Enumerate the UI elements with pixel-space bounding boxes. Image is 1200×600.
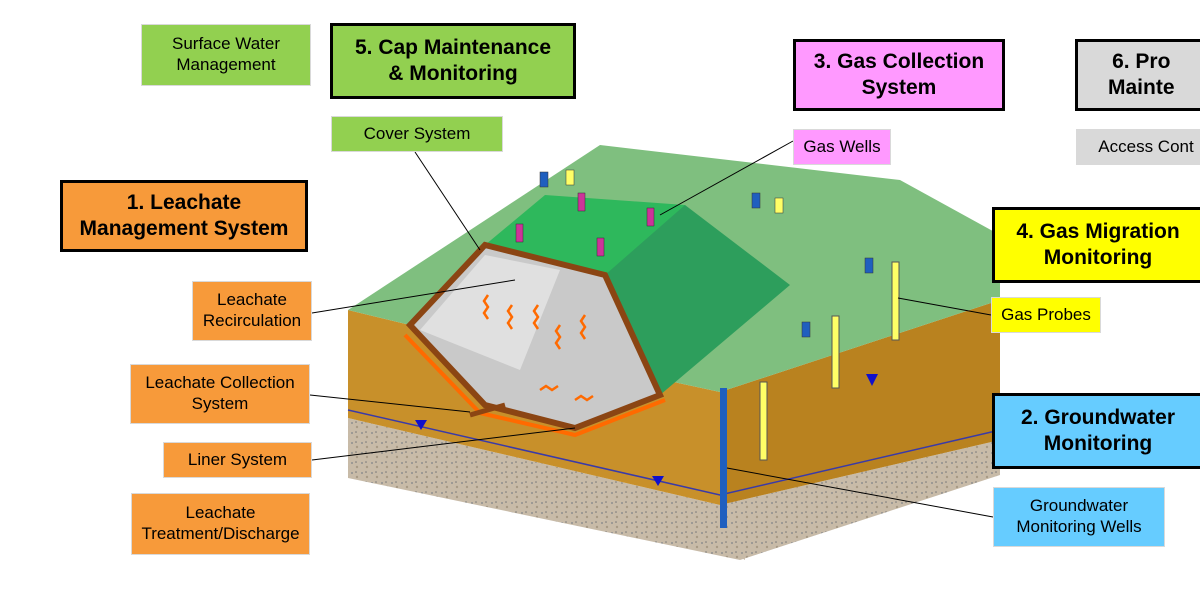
liner (403, 333, 666, 438)
header-groundwater-monitoring: 2. Groundwater Monitoring (992, 393, 1200, 469)
landfill-highlight (420, 255, 560, 370)
header-gas-collection: 3. Gas Collection System (793, 39, 1005, 111)
collection-pipe (469, 402, 506, 418)
leader-lines (309, 140, 994, 518)
label-gas-wells: Gas Wells (793, 129, 891, 165)
header-leachate-mgmt: 1. Leachate Management System (60, 180, 308, 252)
leachate-squiggles (482, 294, 594, 402)
label-liner-system: Liner System (163, 442, 312, 478)
label-access-control: Access Cont (1076, 129, 1200, 165)
label-leachate-collection: Leachate Collection System (130, 364, 310, 424)
header-property-maintenance: 6. Pro Mainte (1075, 39, 1200, 111)
header-gas-migration: 4. Gas Migration Monitoring (992, 207, 1200, 283)
gas-probes (759, 261, 900, 461)
gas-wells (515, 192, 655, 257)
header-cap-maintenance: 5. Cap Maintenance & Monitoring (330, 23, 576, 99)
water-table-symbols (415, 374, 878, 486)
label-surface-water: Surface Water Management (141, 24, 311, 86)
label-leachate-treatment: Leachate Treatment/Discharge (131, 493, 310, 555)
label-groundwater-wells: Groundwater Monitoring Wells (993, 487, 1165, 547)
soil-front-right (720, 300, 1000, 505)
label-cover-system: Cover System (331, 116, 503, 152)
label-leachate-recirculation: Leachate Recirculation (192, 281, 312, 341)
groundwater-well (720, 388, 727, 528)
surface-markers (539, 169, 874, 338)
label-gas-probes: Gas Probes (991, 297, 1101, 333)
